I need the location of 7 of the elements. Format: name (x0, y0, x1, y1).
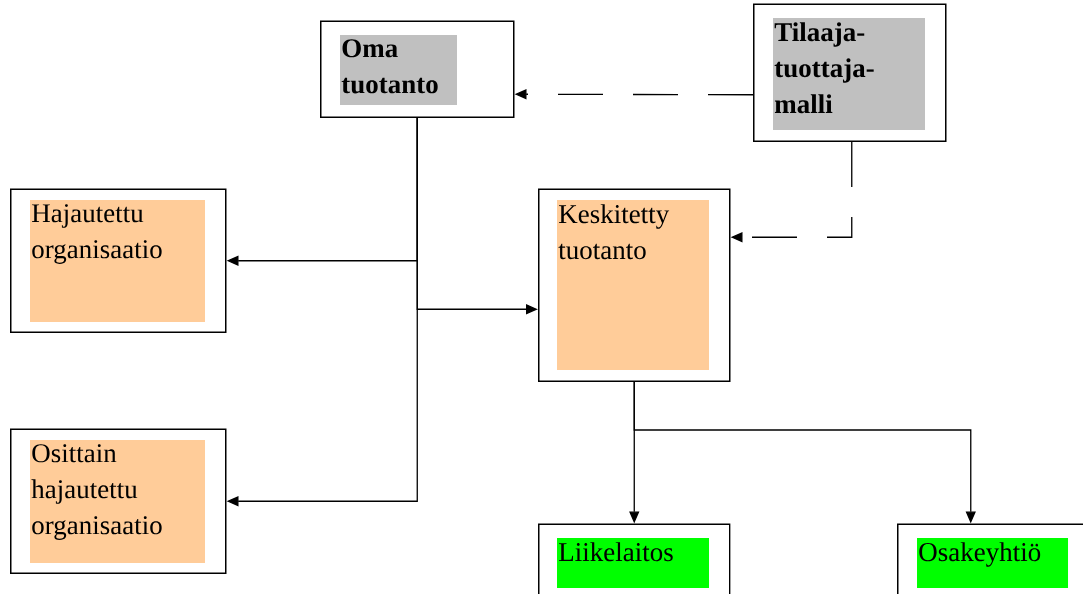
process-box: Tilaaja- tuottaja- malli (753, 3, 947, 142)
process-box: Osittain hajautettu organisaatio (10, 428, 227, 574)
process-box: Hajautettu organisaatio (10, 188, 227, 333)
process-box: Oma tuotanto (320, 20, 515, 118)
process-box: Liikelaitos (538, 523, 731, 594)
process-box: Keskitetty tuotanto (538, 188, 731, 382)
process-box: Osakeyhtiö (897, 523, 1083, 594)
